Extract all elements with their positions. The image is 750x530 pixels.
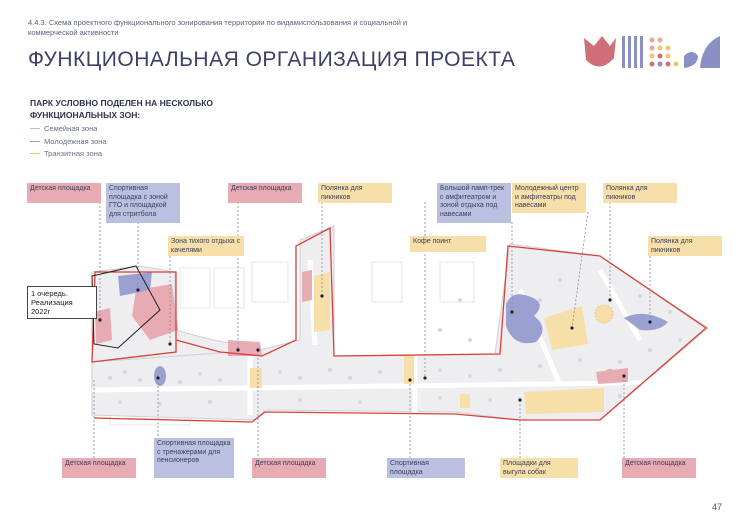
label-playground-1: Детская площадка <box>27 183 101 203</box>
label-coffee-point: Кофе поинт <box>410 236 486 252</box>
label-playground-4: Детская площадка <box>252 458 326 478</box>
section-title: 4.4.3. Схема проектного функционального … <box>28 18 408 37</box>
legend-item-youth: Молодежная зона <box>30 137 107 146</box>
logo <box>580 30 725 74</box>
legend-label-transit: Транзитная зона <box>44 149 103 158</box>
label-youth-center: Молодежный центр и амфитеатры под навеса… <box>512 183 586 213</box>
zone-transit <box>250 272 614 414</box>
label-playground-3: Детская площадка <box>62 458 136 478</box>
label-dog-area: Площадки для выгула собак <box>500 458 578 478</box>
label-picnic-1: Полянка для пикников <box>318 183 392 203</box>
zone-youth <box>118 272 668 386</box>
legend-heading: ПАРК УСЛОВНО ПОДЕЛЕН НА НЕСКОЛЬКО ФУНКЦИ… <box>30 98 214 120</box>
legend-swatch-transit <box>30 152 40 155</box>
logo-graphic <box>584 36 720 68</box>
label-sports-gto: Спортивная площадка с зоной ГТО и площад… <box>106 183 180 223</box>
legend-label-youth: Молодежная зона <box>44 137 107 146</box>
legend-item-transit: Транзитная зона <box>30 149 102 158</box>
label-playground-5: Детская площадка <box>622 458 696 478</box>
label-playground-2: Детская площадка <box>228 183 302 203</box>
label-picnic-3: Полянка для пикников <box>648 236 722 256</box>
label-quiet-zone: Зона тихого отдыха с качелями <box>168 236 244 256</box>
page-title: ФУНКЦИОНАЛЬНАЯ ОРГАНИЗАЦИЯ ПРОЕКТА <box>28 48 516 71</box>
page-number: 47 <box>711 502 722 512</box>
legend-item-family: Семейная зона <box>30 124 97 133</box>
label-pump-track: Большой памп-трек с амфитеатром и зоной … <box>437 183 511 223</box>
legend-label-family: Семейная зона <box>44 124 98 133</box>
legend-swatch-family <box>30 127 40 130</box>
first-queue-callout: 1 очередь. Реализация 2022г <box>27 286 97 319</box>
label-picnic-2: Полянка для пикников <box>603 183 677 203</box>
label-sports-ground: Спортивная площадка <box>387 458 465 478</box>
legend-swatch-youth <box>30 140 40 143</box>
first-queue-boundary <box>91 265 161 349</box>
label-sports-seniors: Спортивная площадка с тренажерами для пе… <box>154 438 234 478</box>
zone-family <box>95 270 628 384</box>
